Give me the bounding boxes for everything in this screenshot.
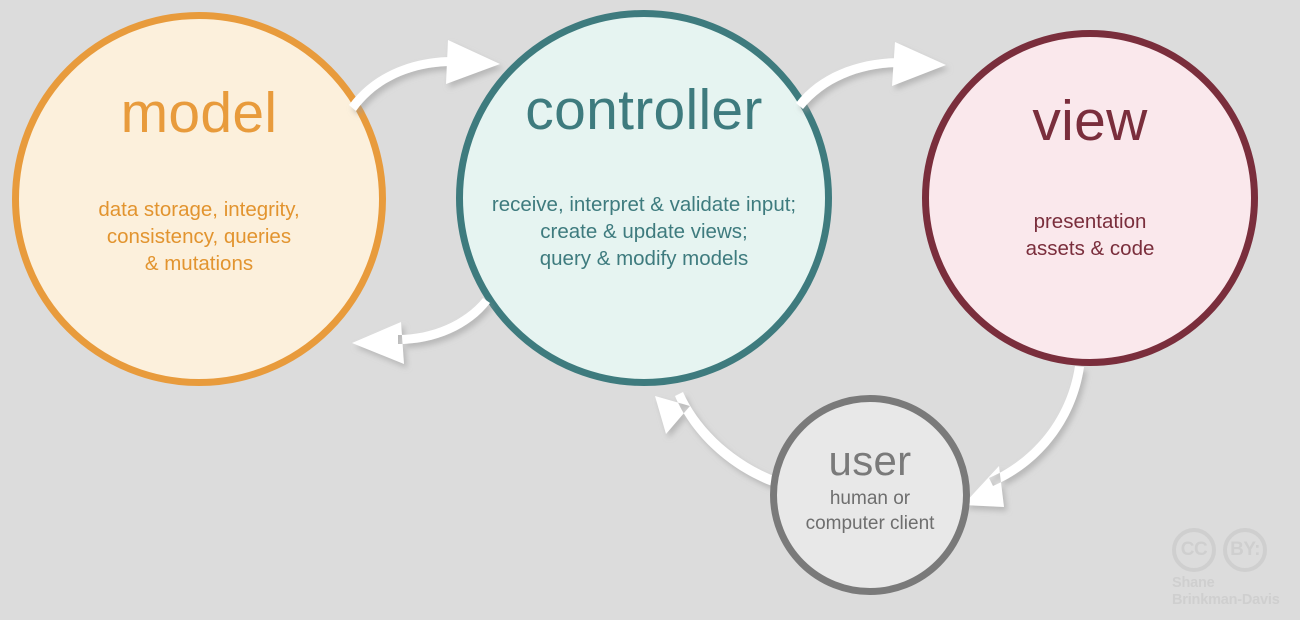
node-model[interactable]: model data storage, integrity, consisten… xyxy=(12,12,386,386)
arrow-user-to-controller xyxy=(655,392,776,486)
node-controller[interactable]: controller receive, interpret & validate… xyxy=(456,10,832,386)
node-model-body: data storage, integrity, consistency, qu… xyxy=(98,198,300,276)
attribution-icon: BY: xyxy=(1223,528,1267,572)
node-model-title: model xyxy=(120,81,278,145)
node-controller-title: controller xyxy=(525,78,763,142)
author-credit: Shane Brinkman-Davis xyxy=(1172,575,1280,608)
node-view-title: view xyxy=(1032,89,1148,153)
arrow-view-to-user xyxy=(963,366,1084,507)
arrow-model-to-controller xyxy=(349,40,500,111)
node-view-body: presentation assets & code xyxy=(1025,210,1155,261)
creative-commons-icon: CC xyxy=(1172,528,1216,572)
arrow-controller-to-view xyxy=(796,42,946,109)
cc-marks: CC BY: xyxy=(1172,528,1290,572)
node-user[interactable]: user human or computer client xyxy=(770,395,970,595)
creative-commons-badge: CC BY: Shane Brinkman-Davis xyxy=(1172,528,1290,608)
node-view[interactable]: view presentation assets & code xyxy=(922,30,1258,366)
node-controller-body: receive, interpret & validate input; cre… xyxy=(491,193,797,271)
node-user-title: user xyxy=(828,437,912,484)
arrow-controller-to-model xyxy=(352,298,490,364)
node-user-body: human or computer client xyxy=(805,488,935,535)
